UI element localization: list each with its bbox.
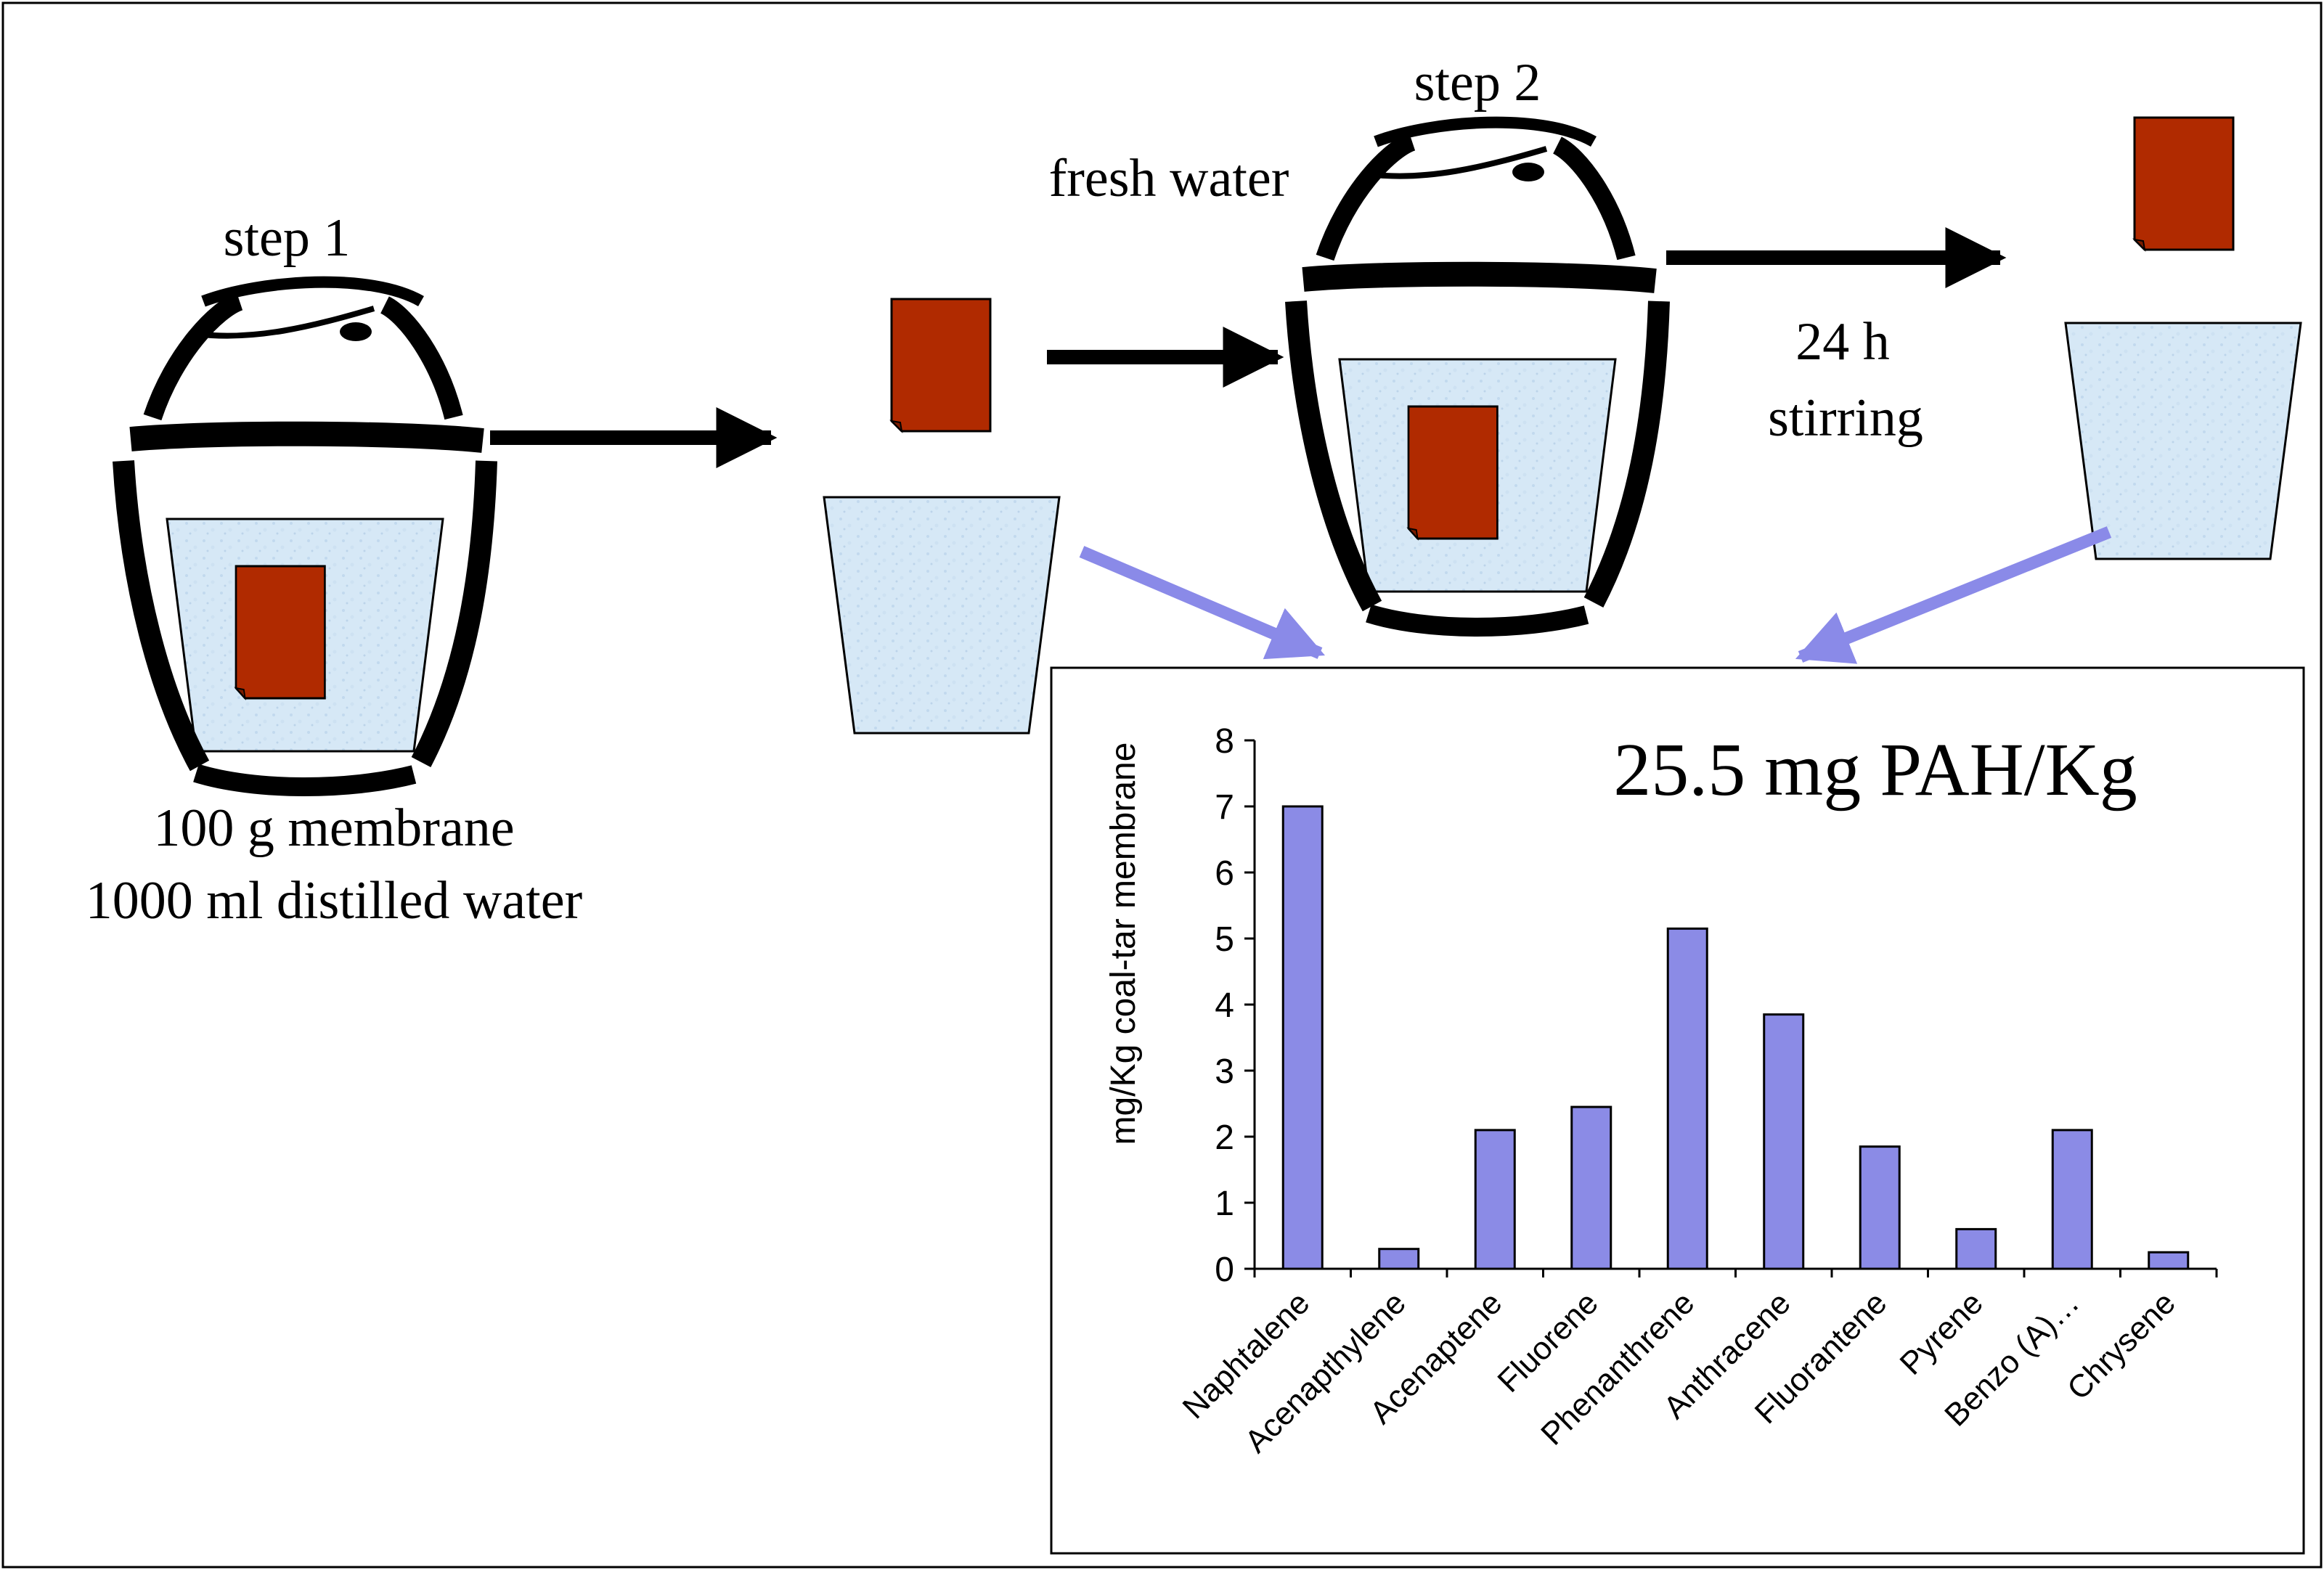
bar — [1955, 1227, 1997, 1270]
beaker-icon — [823, 496, 1061, 735]
y-tick-label: 0 — [1215, 1251, 1234, 1289]
beaker-icon — [2064, 322, 2302, 560]
membrane-amount-label: 100 g membrane — [153, 798, 514, 858]
membrane-sheet-icon — [890, 298, 992, 433]
bar — [2051, 1129, 2093, 1270]
bar — [1859, 1145, 1901, 1270]
duration-label: 24 h — [1795, 312, 1890, 372]
water-volume-label: 1000 ml distilled water — [86, 871, 582, 931]
jar-with-membrane-icon — [123, 282, 486, 787]
y-tick-label: 7 — [1215, 788, 1234, 827]
y-tick-label: 5 — [1215, 920, 1234, 959]
membrane-sheet-icon — [2133, 116, 2235, 251]
bar — [2148, 1251, 2190, 1270]
step-2-label: step 2 — [1414, 53, 1541, 113]
bar — [1666, 927, 1708, 1270]
bar — [1474, 1129, 1516, 1270]
fresh-water-label: fresh water — [1049, 149, 1289, 208]
y-tick-label: 8 — [1215, 722, 1234, 761]
link-arrow — [1079, 546, 1326, 660]
jar-with-membrane-icon — [1296, 123, 1659, 627]
y-tick-label: 3 — [1215, 1052, 1234, 1091]
y-tick-label: 6 — [1215, 854, 1234, 893]
link-arrow — [1795, 526, 2112, 664]
y-tick-label: 4 — [1215, 986, 1234, 1025]
y-tick-label: 2 — [1215, 1119, 1234, 1157]
y-axis-label: mg/Kg coal-tar membrane — [1104, 743, 1143, 1145]
chart-title: 25.5 mg PAH/Kg — [1613, 728, 2137, 811]
bar — [1378, 1248, 1420, 1270]
bar — [1763, 1013, 1805, 1270]
y-tick-label: 1 — [1215, 1185, 1234, 1223]
bar — [1570, 1105, 1612, 1270]
step-1-label: step 1 — [224, 208, 351, 268]
stirring-label: stirring — [1768, 388, 1923, 448]
bar — [1281, 805, 1324, 1270]
